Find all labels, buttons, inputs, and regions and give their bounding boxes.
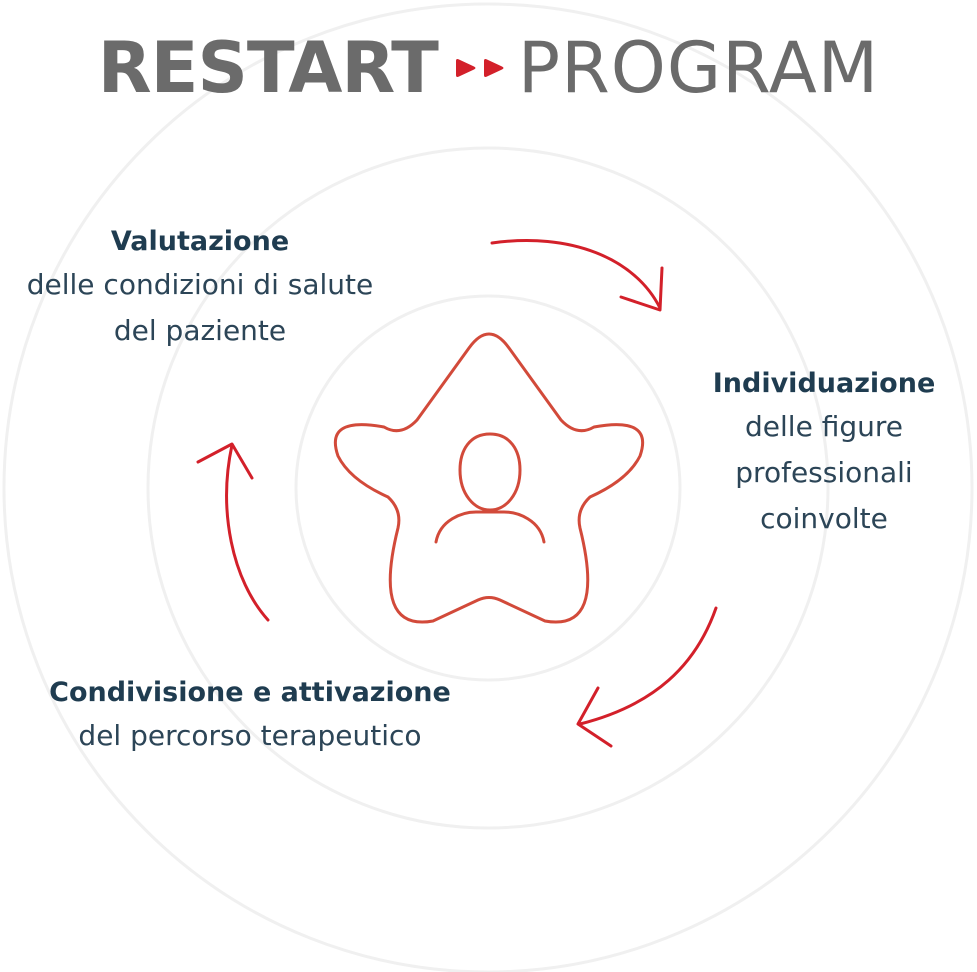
step-description-line: delle figure: [745, 410, 903, 443]
star-with-person-icon: [333, 332, 645, 624]
step-description-line: coinvolte: [760, 502, 888, 535]
arrow-top-right-icon: [490, 239, 664, 312]
star-shape: [333, 332, 645, 624]
person-icon: [434, 432, 546, 544]
step-description-line: delle condizioni di salute: [26, 268, 374, 301]
step-condivisione: Condivisione e attivazione del percorso …: [20, 673, 480, 759]
cycle-arrows: [196, 239, 718, 748]
ring-middle: [146, 146, 830, 830]
title-light: PROGRAM: [517, 27, 880, 109]
ring-inner: [294, 294, 682, 682]
title-bold: RESTART: [97, 27, 439, 109]
arrow-left-icon: [196, 442, 270, 622]
step-title: Valutazione: [110, 226, 290, 257]
step-title: Condivisione e attivazione: [49, 677, 451, 708]
step-description-line: del paziente: [113, 314, 287, 347]
double-play-arrows-icon: [455, 59, 504, 77]
step-description-line: professionali: [735, 456, 913, 489]
step-title: Individuazione: [712, 368, 936, 399]
step-individuazione: Individuazione delle figure professional…: [690, 364, 958, 542]
step-description-line: del percorso terapeutico: [78, 719, 422, 752]
arrow-bottom-right-icon: [576, 606, 718, 748]
program-title: RESTART PROGRAM: [0, 18, 977, 118]
step-valutazione: Valutazione delle condizioni di salute d…: [0, 222, 400, 354]
